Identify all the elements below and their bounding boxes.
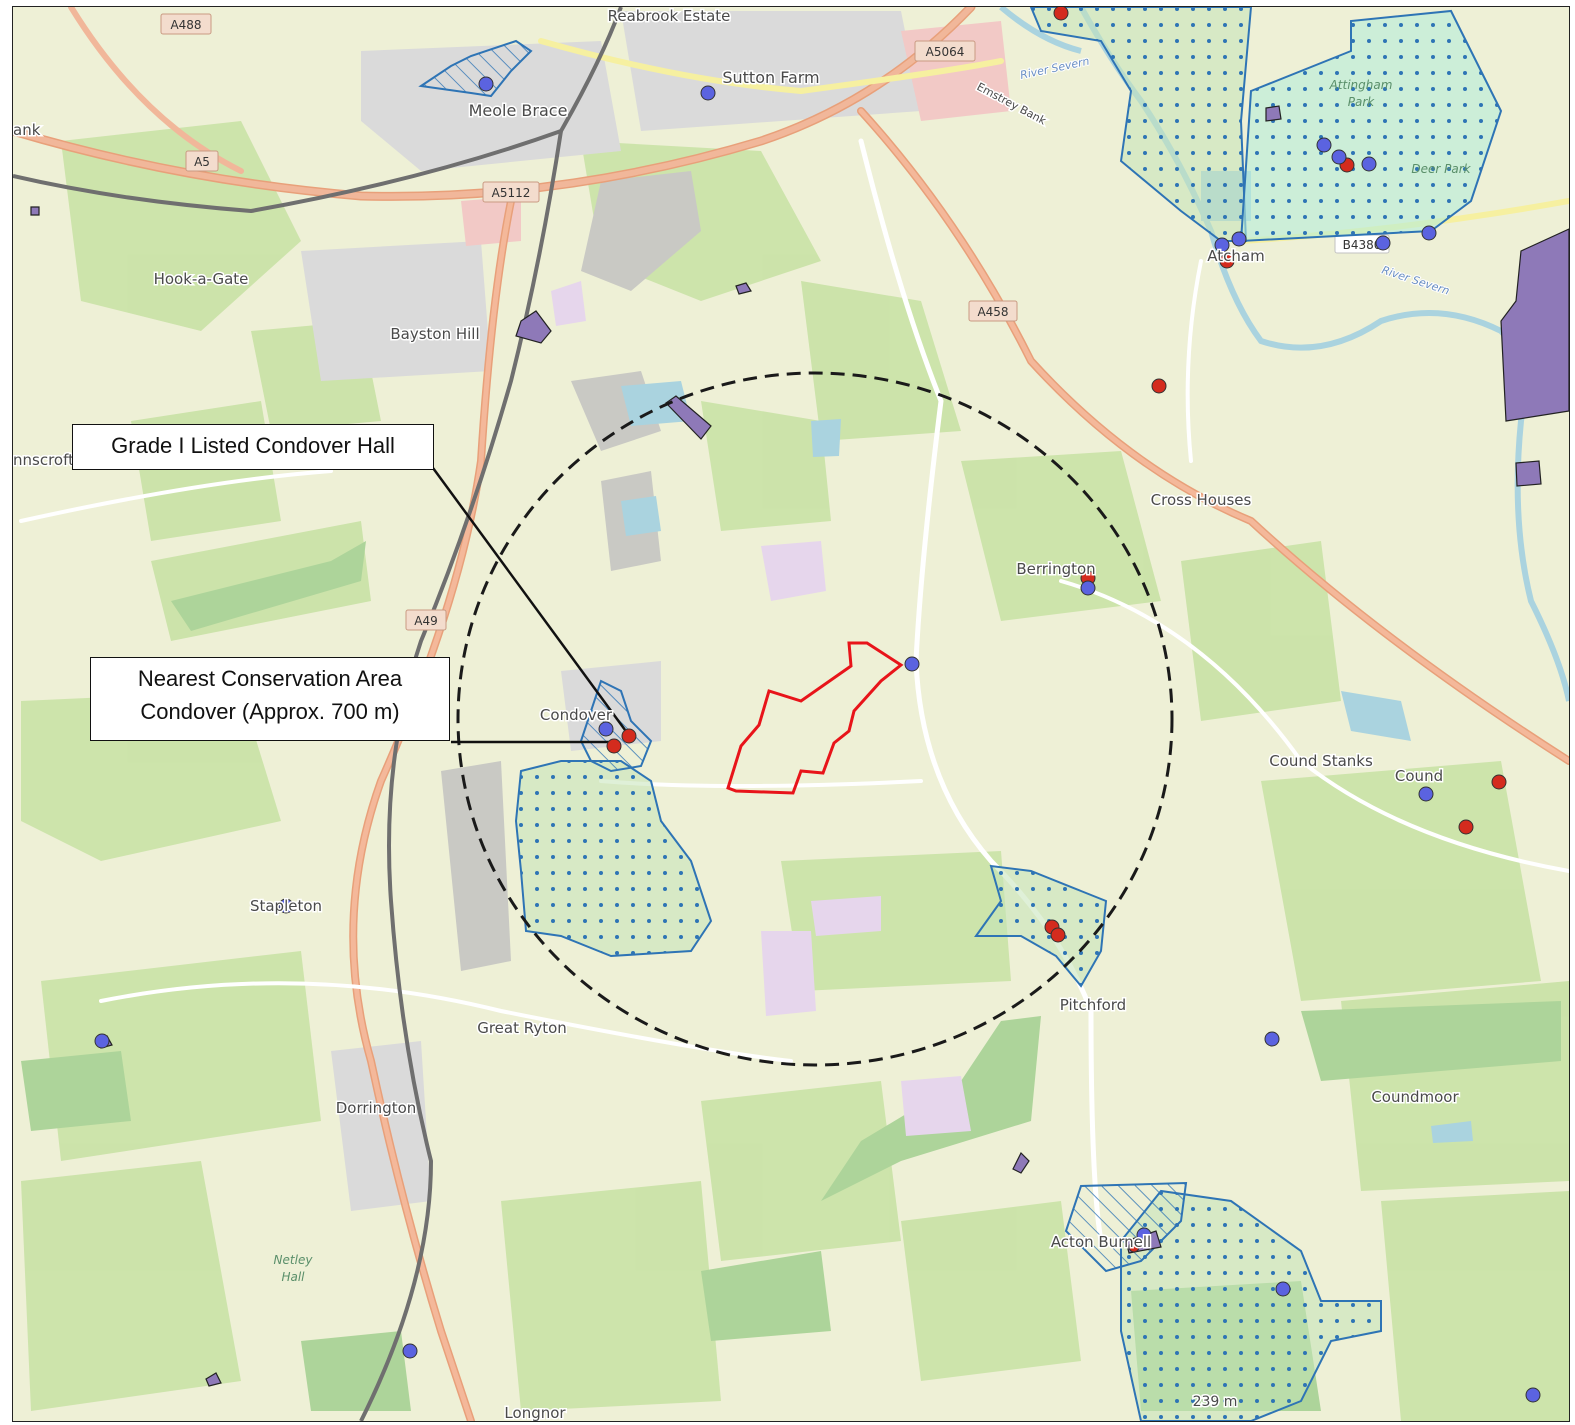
label-nnscroft: nnscroft — [13, 451, 74, 469]
place-labels: Reabrook Estate Sutton Farm Meole Brace … — [13, 7, 1472, 1421]
svg-text:A5: A5 — [194, 155, 210, 169]
monument-wroxeter-2 — [1515, 460, 1542, 487]
map-frame[interactable]: A488 A5064 A5 A5112 A458 A49 B4380 River… — [12, 6, 1570, 1422]
conservation-area-meole-brace — [418, 39, 533, 98]
label-stapleton: Stapleton — [250, 897, 322, 915]
monument-small — [735, 282, 752, 295]
label-meole-brace: Meole Brace — [469, 101, 568, 120]
road-shield-a5064: A5064 — [914, 40, 976, 62]
label-cound: Cound — [1395, 767, 1443, 785]
monument-wroxeter — [1500, 228, 1569, 422]
svg-text:A488: A488 — [170, 18, 201, 32]
monument-dorrington-1 — [205, 1372, 222, 1387]
label-condover: Condover — [540, 706, 613, 724]
monument-quarry — [665, 395, 712, 440]
road-shield-a5: A5 — [185, 150, 219, 172]
label-attingham-1: Attingham — [1329, 78, 1393, 92]
callout-leaders — [431, 467, 630, 744]
lilac-areas — [551, 281, 971, 1136]
monument-west — [30, 206, 40, 216]
label-longnor: Longnor — [504, 1404, 566, 1421]
svg-text:A5064: A5064 — [926, 45, 965, 59]
monument-bayston — [515, 310, 552, 344]
label-great-ryton: Great Ryton — [477, 1019, 567, 1037]
label-reabrook: Reabrook Estate — [608, 7, 731, 25]
label-cound-stanks: Cound Stanks — [1269, 752, 1373, 770]
callout-ca-line1: Nearest Conservation Area — [137, 666, 403, 691]
label-dorrington: Dorrington — [336, 1099, 417, 1117]
site-boundary[interactable] — [726, 641, 904, 795]
label-netley-1: Netley — [274, 1253, 314, 1267]
road-shield-a5112: A5112 — [482, 181, 540, 203]
label-sutton-farm: Sutton Farm — [722, 68, 819, 87]
callout-listed-building-text: Grade I Listed Condover Hall — [111, 433, 395, 458]
label-ank: ank — [13, 121, 41, 139]
label-hook-a-gate: Hook-a-Gate — [154, 270, 249, 288]
svg-text:A49: A49 — [414, 614, 437, 628]
road-shield-a488: A488 — [160, 13, 212, 35]
svg-text:A5112: A5112 — [492, 186, 531, 200]
monument-attingham — [1265, 105, 1282, 122]
monument-pitchford — [1012, 1151, 1030, 1174]
railway — [13, 7, 623, 1421]
conservation-area-acton-burnell-village — [1064, 1181, 1188, 1273]
quarry-areas — [441, 171, 701, 971]
roads — [13, 7, 1569, 1421]
svg-text:A458: A458 — [977, 305, 1008, 319]
label-spot-height: 239 m — [1193, 1394, 1238, 1410]
label-bayston-hill: Bayston Hill — [390, 325, 479, 343]
road-shield-a458: A458 — [968, 300, 1018, 322]
label-atcham: Atcham — [1207, 247, 1264, 265]
label-berrington: Berrington — [1016, 560, 1095, 578]
conservation-areas — [418, 7, 1503, 1421]
svg-text:B4380: B4380 — [1343, 238, 1382, 252]
callout-conservation-area: Nearest Conservation Area Condover (Appr… — [90, 657, 450, 741]
study-radius-circle — [456, 371, 1174, 1067]
road-shield-a49: A49 — [405, 609, 447, 631]
conservation-area-condover-village — [579, 679, 653, 773]
scheduled-monuments — [30, 105, 1569, 1387]
label-acton-burnell: Acton Burnell — [1051, 1233, 1151, 1251]
label-attingham-2: Park — [1348, 95, 1376, 109]
heritage-markers — [94, 76, 1541, 1403]
marker-condover-hall — [621, 728, 637, 744]
road-shields: A488 A5064 A5 A5112 A458 A49 B4380 — [160, 13, 1390, 631]
callout-listed-building: Grade I Listed Condover Hall — [72, 424, 434, 470]
listed-building-markers — [606, 7, 1507, 1253]
label-netley-2: Hall — [281, 1270, 305, 1284]
label-cross-houses: Cross Houses — [1151, 491, 1252, 509]
callout-ca-line2: Condover (Approx. 700 m) — [140, 699, 400, 724]
road-shield-b4380: B4380 — [1334, 234, 1390, 254]
label-deer-park: Deer Park — [1411, 162, 1471, 176]
label-pitchford: Pitchford — [1060, 996, 1126, 1014]
basemap[interactable]: A488 A5064 A5 A5112 A458 A49 B4380 River… — [13, 7, 1569, 1421]
label-coundmoor: Coundmoor — [1371, 1088, 1459, 1106]
